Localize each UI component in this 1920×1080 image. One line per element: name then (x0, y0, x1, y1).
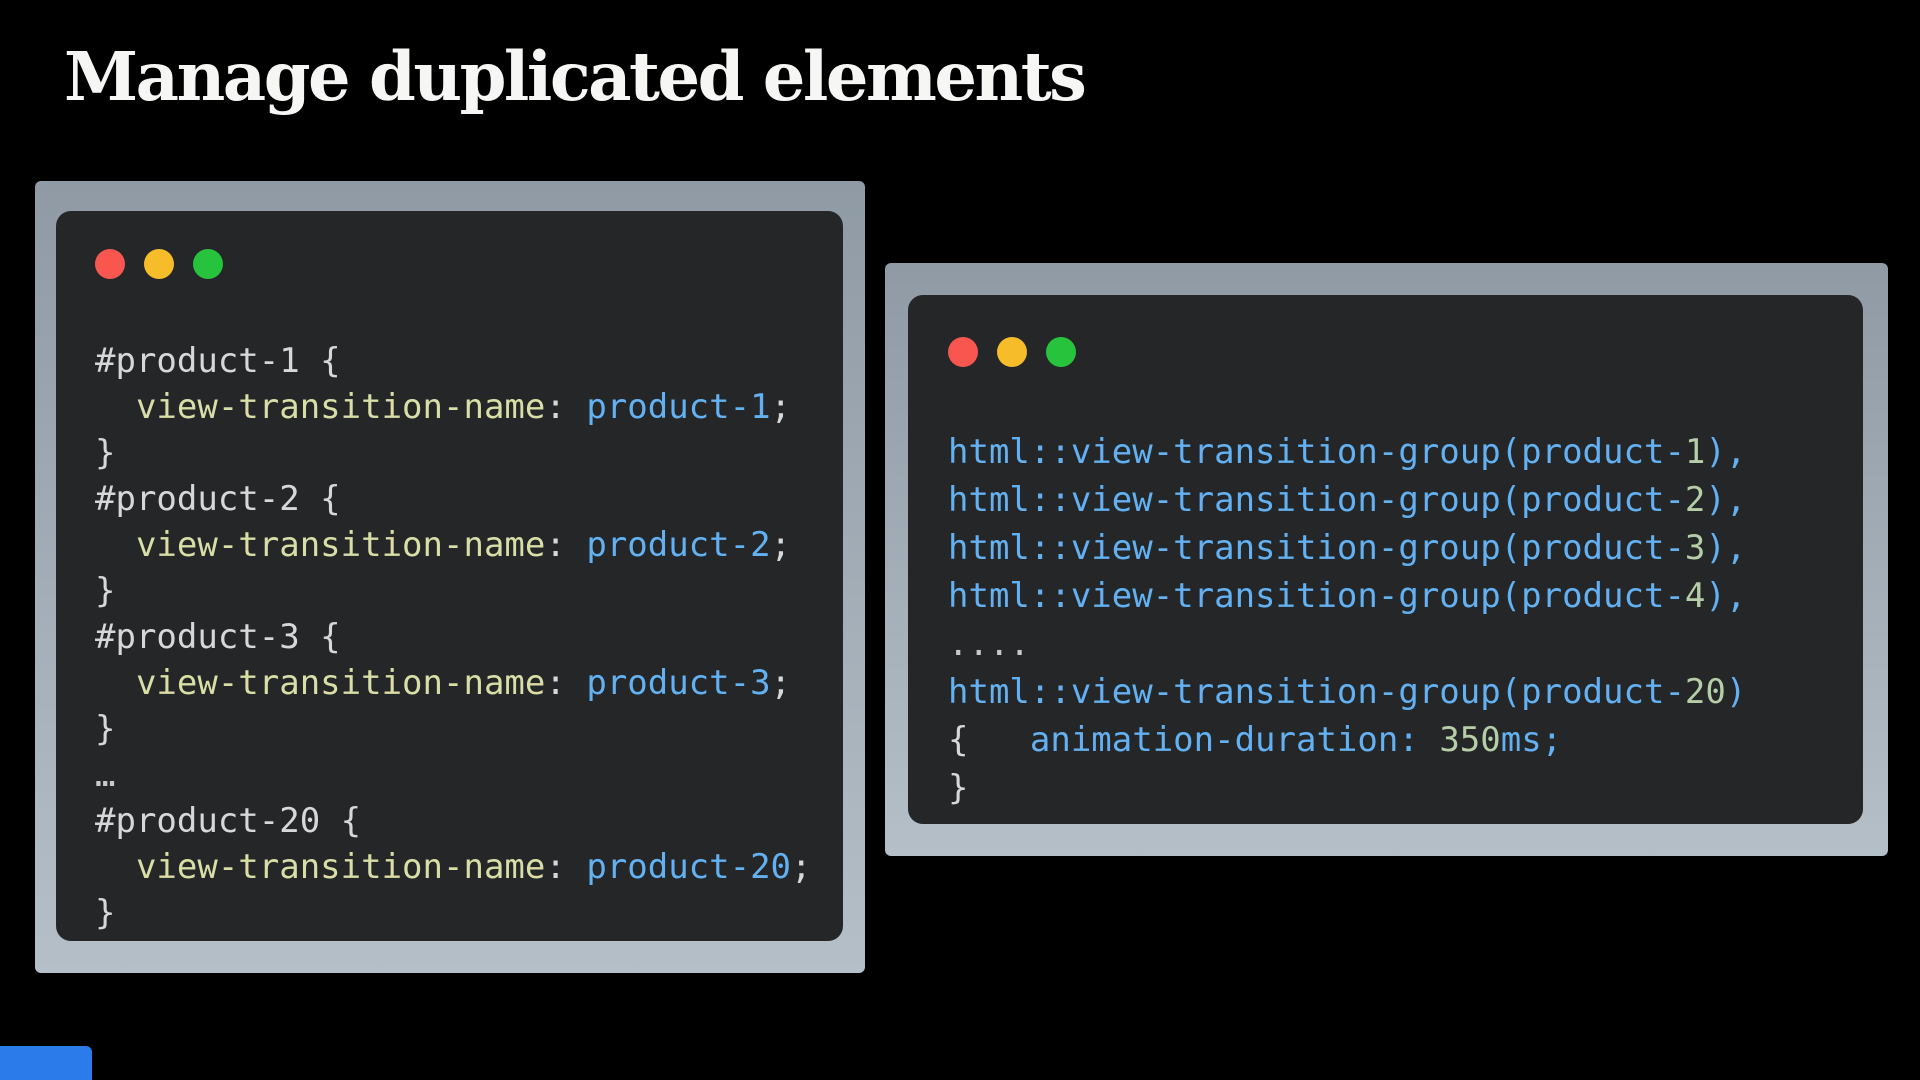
close-button-icon (95, 249, 125, 279)
minimize-button-icon (997, 337, 1027, 367)
code-line: { animation-duration: 350ms; (948, 720, 1563, 760)
code-line: #product-1 { (95, 341, 341, 381)
code-window-right: html::view-transition-group(product-1),h… (885, 263, 1888, 856)
css-code-selectors: #product-1 { view-transition-name: produ… (95, 338, 812, 936)
code-line: } (95, 893, 116, 933)
code-line: view-transition-name: product-2; (135, 525, 792, 565)
code-line: } (95, 571, 116, 611)
css-code-transition-groups: html::view-transition-group(product-1),h… (948, 428, 1746, 812)
code-line: html::view-transition-group(product-4), (948, 576, 1747, 616)
code-line: html::view-transition-group(product-3), (948, 528, 1747, 568)
code-line: .... (948, 624, 1030, 664)
maximize-button-icon (1046, 337, 1076, 367)
minimize-button-icon (144, 249, 174, 279)
code-line: html::view-transition-group(product-20) (948, 672, 1747, 712)
page-title: Manage duplicated elements (64, 37, 1087, 116)
code-window-left-body: #product-1 { view-transition-name: produ… (56, 211, 843, 941)
window-controls-left (95, 249, 223, 279)
code-line: html::view-transition-group(product-2), (948, 480, 1747, 520)
code-line: #product-3 { (95, 617, 341, 657)
code-line: … (95, 755, 116, 795)
code-line: html::view-transition-group(product-1), (948, 432, 1747, 472)
maximize-button-icon (193, 249, 223, 279)
code-line: view-transition-name: product-1; (135, 387, 792, 427)
code-window-left: #product-1 { view-transition-name: produ… (35, 181, 865, 973)
code-window-right-body: html::view-transition-group(product-1),h… (908, 295, 1863, 824)
code-line: } (95, 709, 116, 749)
code-line: view-transition-name: product-3; (135, 663, 792, 703)
code-line: #product-2 { (95, 479, 341, 519)
bottom-left-accent-shape (0, 1046, 92, 1080)
code-line: view-transition-name: product-20; (135, 847, 812, 887)
code-line: #product-20 { (95, 801, 362, 841)
window-controls-right (948, 337, 1076, 367)
code-line: } (948, 768, 969, 808)
code-line: } (95, 433, 116, 473)
close-button-icon (948, 337, 978, 367)
